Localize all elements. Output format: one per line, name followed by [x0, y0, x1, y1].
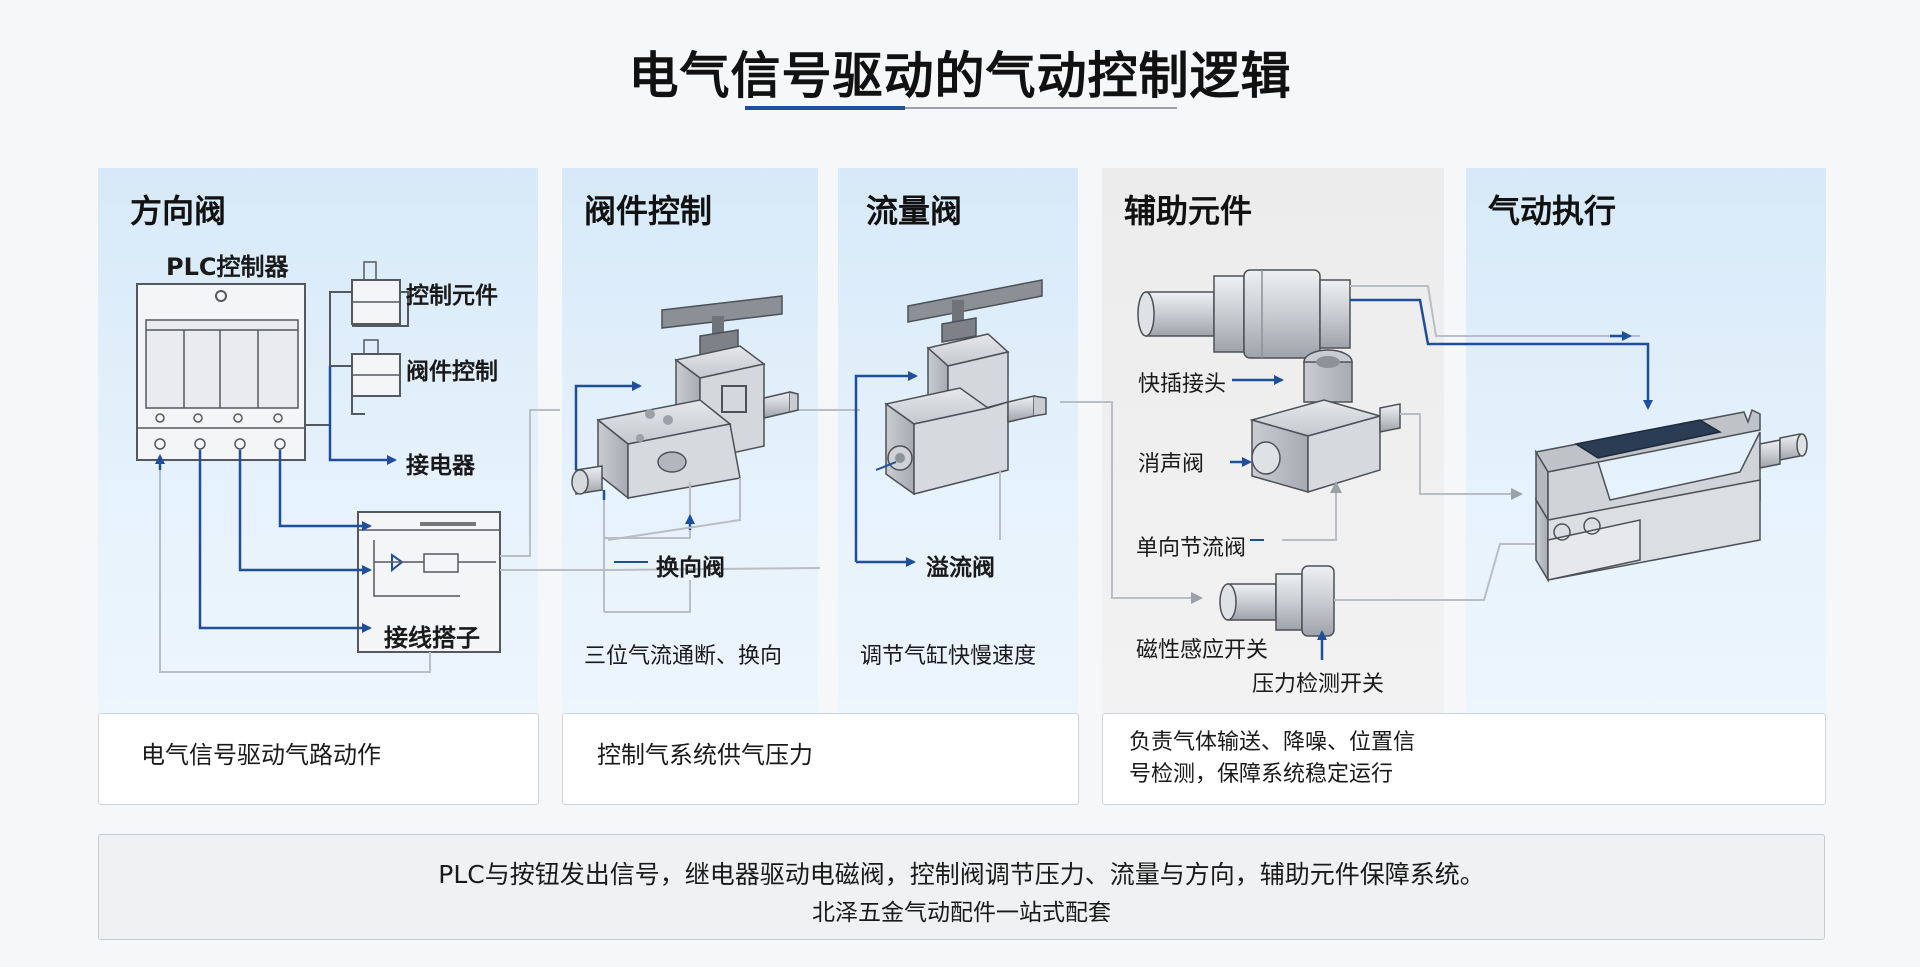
desc-auxiliary-line2: 号检测，保障系统稳定运行 — [1129, 762, 1394, 787]
panel-auxiliary-title: 辅助元件 — [1124, 192, 1253, 230]
panel-valve-control: 阀件控制 — [562, 168, 818, 713]
title-underline — [905, 107, 1177, 109]
label-relay: 接电器 — [406, 453, 475, 479]
label-magnetic-switch: 磁性感应开关 — [1136, 638, 1269, 663]
label-terminal-block: 接线搭子 — [384, 624, 480, 652]
panel-flow-title: 流量阀 — [866, 192, 963, 230]
panel-actuator: 气动执行 — [1466, 168, 1826, 713]
desc-electric: 电气信号驱动气路动作 — [141, 741, 381, 769]
label-plc: PLC控制器 — [166, 253, 289, 281]
desc-supply: 控制气系统供气压力 — [597, 741, 813, 769]
label-three-position: 三位气流通断、换向 — [584, 644, 783, 669]
label-quick-connector: 快插接头 — [1138, 372, 1227, 397]
label-pressure-switch: 压力检测开关 — [1252, 672, 1385, 697]
label-speed-adjust: 调节气缸快慢速度 — [860, 644, 1037, 669]
label-check-throttle: 单向节流阀 — [1136, 536, 1247, 561]
panel-direction-title: 方向阀 — [130, 192, 227, 230]
summary-box: PLC与按钮发出信号，继电器驱动电磁阀，控制阀调节压力、流量与方向，辅助元件保障… — [98, 834, 1825, 940]
desc-box-electric: 电气信号驱动气路动作 — [98, 713, 539, 805]
panel-actuator-title: 气动执行 — [1488, 192, 1617, 230]
summary-line1: PLC与按钮发出信号，继电器驱动电磁阀，控制阀调节压力、流量与方向，辅助元件保障… — [438, 860, 1485, 889]
label-muffler: 消声阀 — [1138, 452, 1205, 477]
title-underline-accent — [745, 106, 905, 110]
label-control-element: 控制元件 — [406, 283, 498, 309]
label-reversing-valve: 换向阀 — [656, 555, 725, 581]
page-title: 电气信号驱动的气动控制逻辑 — [628, 47, 1292, 105]
desc-box-supply: 控制气系统供气压力 — [562, 713, 1079, 805]
panel-valve-control-title: 阀件控制 — [584, 192, 713, 230]
label-relief-valve: 溢流阀 — [926, 555, 995, 581]
summary-line2: 北泽五金气动配件一站式配套 — [812, 900, 1111, 926]
panel-flow: 流量阀 — [838, 168, 1078, 713]
desc-box-auxiliary: 负责气体输送、降噪、位置信 号检测，保障系统稳定运行 — [1102, 713, 1826, 805]
label-valve-control: 阀件控制 — [406, 359, 498, 385]
desc-auxiliary-line1: 负责气体输送、降噪、位置信 — [1129, 730, 1416, 755]
